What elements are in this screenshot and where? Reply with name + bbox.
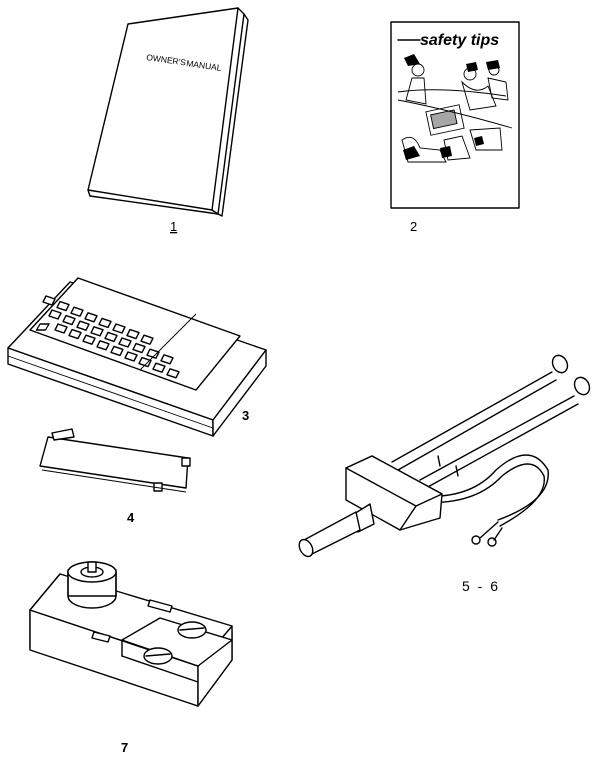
manual-cover-line2: MANUAL <box>186 58 223 73</box>
remote-key <box>82 334 96 345</box>
remote-key <box>104 331 118 343</box>
safety-tips-title: safety tips <box>420 32 499 49</box>
remote-key <box>140 334 154 345</box>
antenna-assembly-illustration <box>298 354 591 558</box>
safety-tips-booklet-illustration: safety tips <box>390 21 520 209</box>
remote-key <box>166 368 180 379</box>
part-number-5-6: 5 - 6 <box>462 578 500 594</box>
battery-cover-illustration <box>39 428 191 493</box>
remote-key <box>112 323 126 334</box>
remote-key <box>146 348 160 359</box>
remote-key <box>62 314 76 326</box>
remote-key <box>76 320 90 331</box>
remote-key <box>124 351 138 362</box>
part-number-1: 1 <box>170 219 177 234</box>
remote-control-illustration <box>7 277 267 437</box>
remote-key <box>98 317 112 329</box>
remote-key <box>68 328 82 340</box>
remote-key <box>152 362 166 373</box>
remote-key <box>84 312 98 323</box>
remote-key <box>48 309 62 320</box>
remote-key <box>126 328 140 340</box>
remote-key <box>160 354 174 365</box>
remote-key <box>70 306 84 317</box>
remote-key <box>118 337 132 348</box>
remote-key <box>56 300 70 312</box>
remote-key <box>90 326 104 337</box>
remote-key <box>54 323 68 334</box>
part-number-3: 3 <box>242 408 249 423</box>
part-number-2: 2 <box>410 219 417 234</box>
remote-key <box>96 340 110 351</box>
remote-key <box>138 356 152 368</box>
remote-key <box>42 295 56 306</box>
part-number-4: 4 <box>127 510 135 525</box>
owners-manual-illustration: OWNER'S MANUAL <box>87 7 249 217</box>
adapter-box-illustration <box>29 561 233 707</box>
remote-key <box>132 342 146 354</box>
remote-key <box>110 345 124 357</box>
part-number-7: 7 <box>121 740 128 755</box>
